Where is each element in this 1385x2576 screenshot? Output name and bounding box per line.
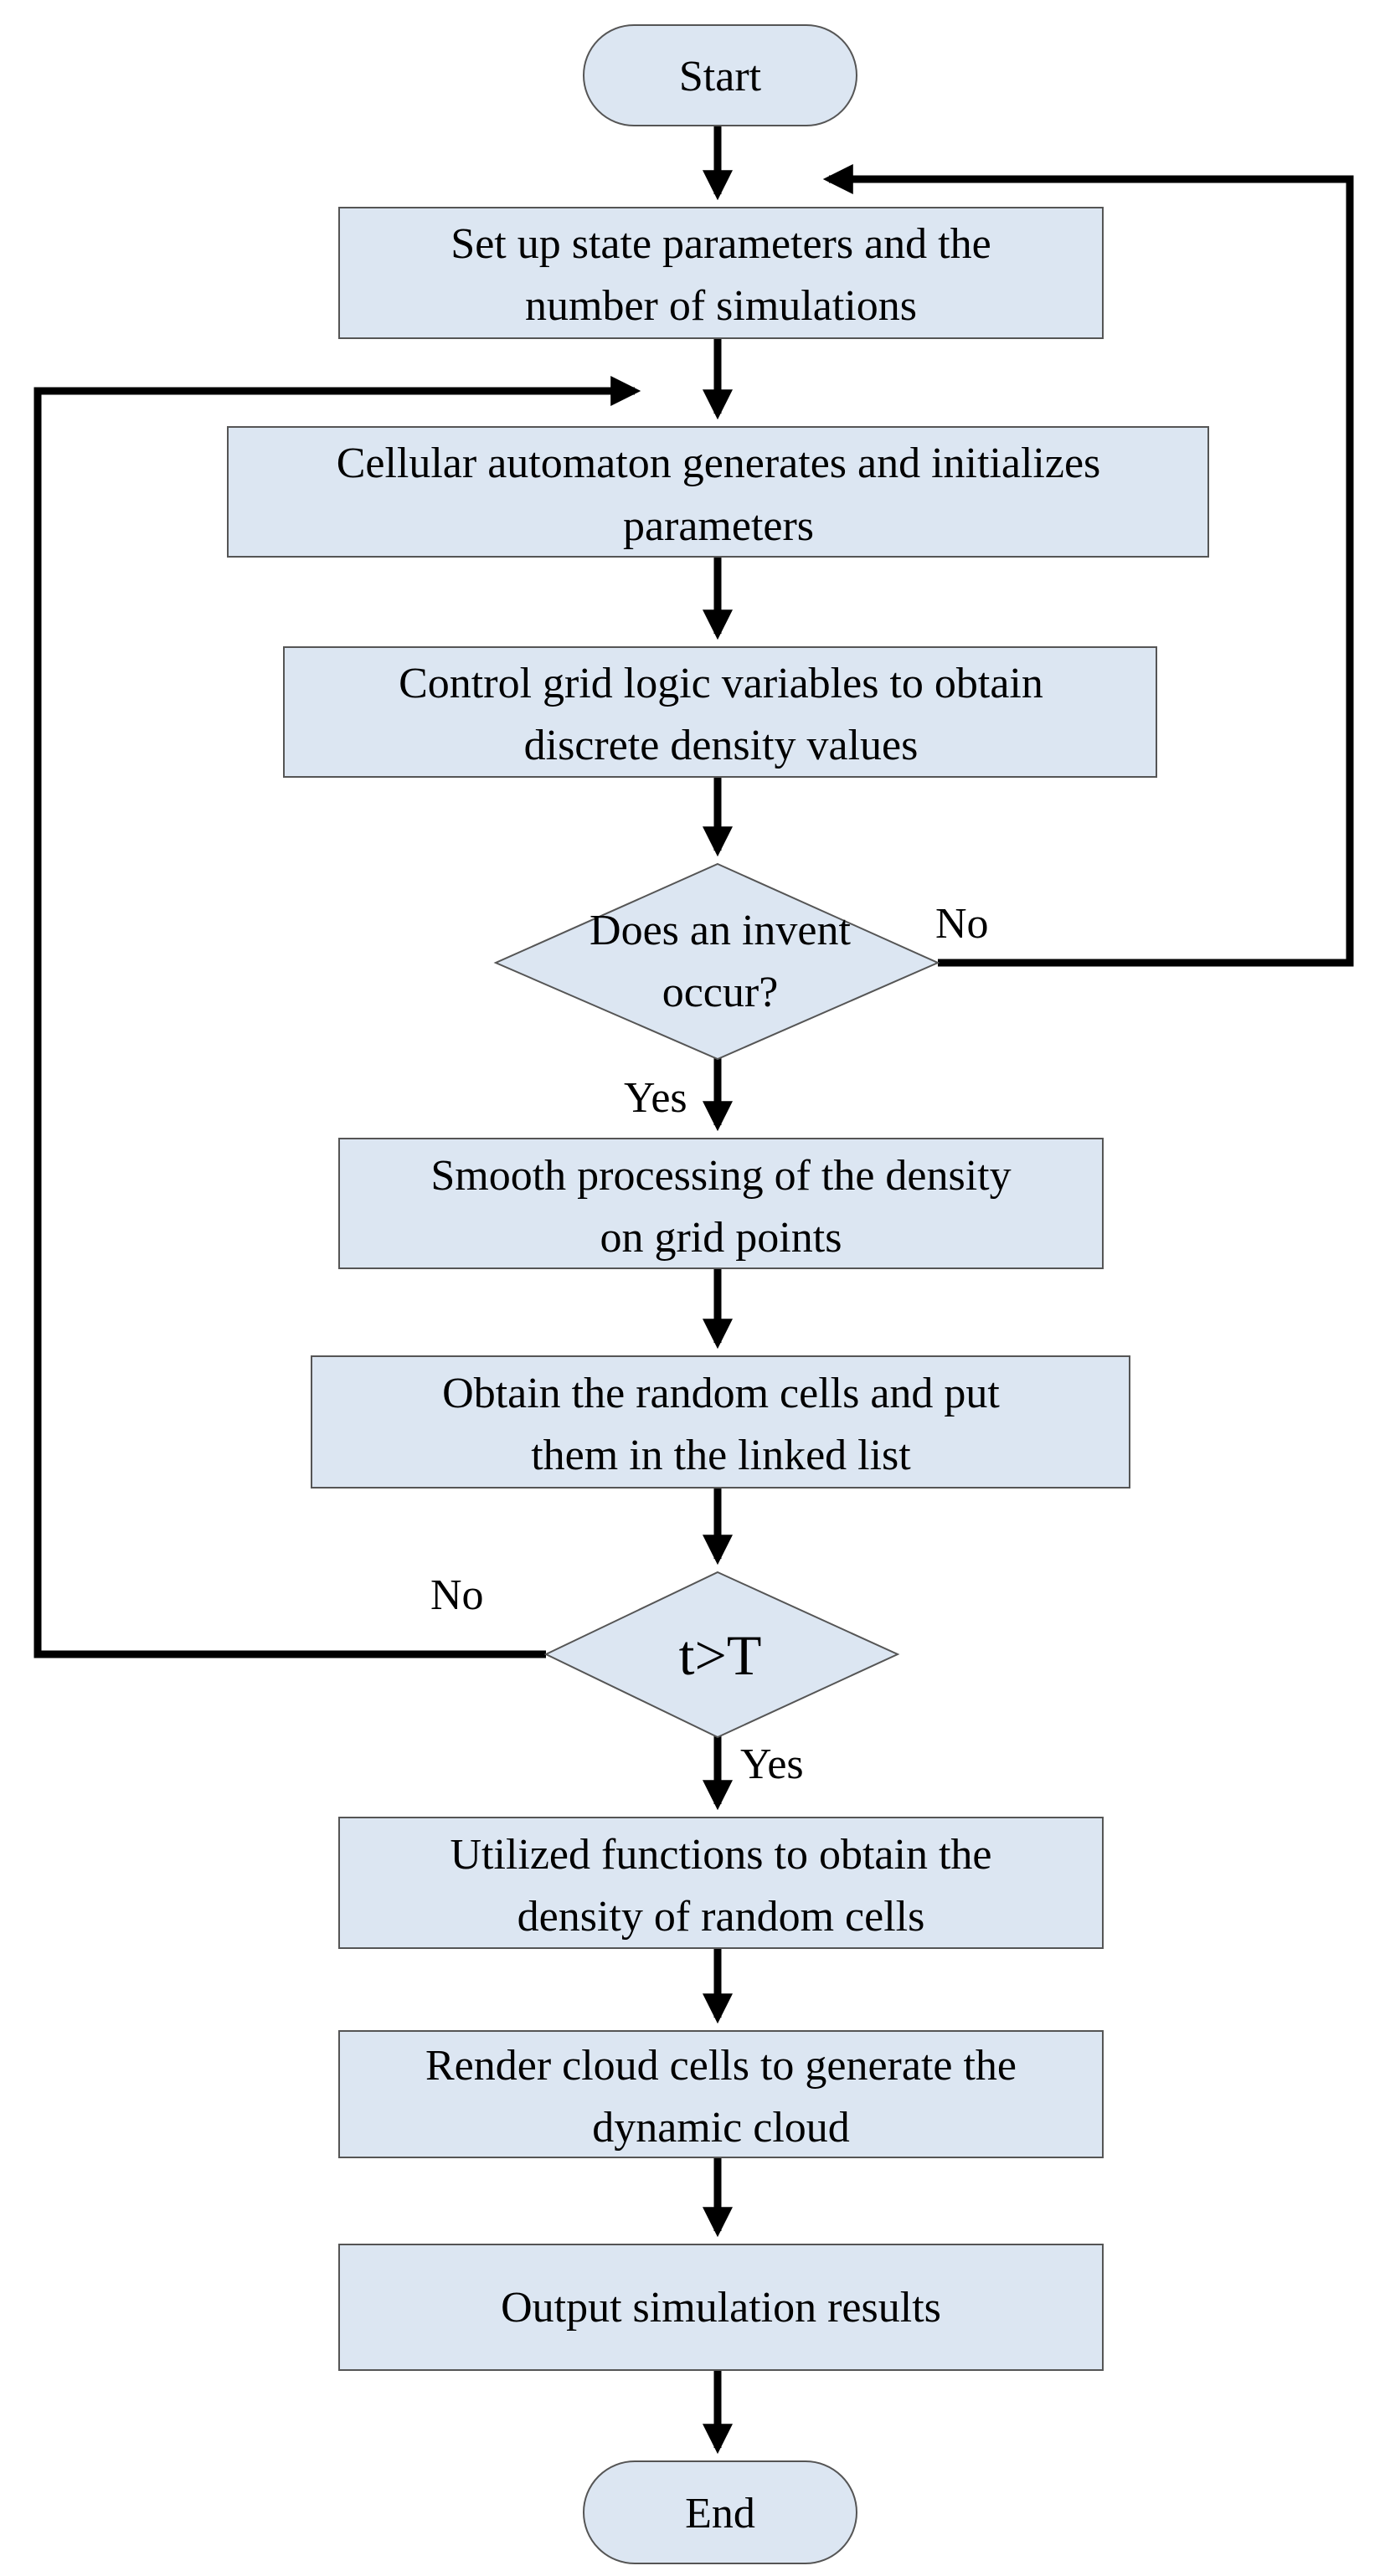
decision-invent-node: Does an invent occur? xyxy=(493,862,940,1061)
render-text-line-1: Render cloud cells to generate the xyxy=(425,2042,1017,2090)
t-yes-label: Yes xyxy=(740,1740,804,1788)
decision-invent-text-line-1: Does an invent xyxy=(590,907,851,954)
edges xyxy=(33,126,1354,2455)
start-text: Start xyxy=(679,53,762,100)
invent-yes-label: Yes xyxy=(624,1074,687,1122)
end-node: End xyxy=(583,2460,857,2564)
smooth-text-line-2: on grid points xyxy=(600,1214,842,1262)
start-terminator xyxy=(583,24,857,126)
decision-invent-diamond xyxy=(493,862,940,1061)
decision-invent-text-line-2: occur? xyxy=(662,969,779,1016)
cellular-text-line-2: parameters xyxy=(623,502,814,550)
decision-t-text: t>T xyxy=(679,1623,762,1687)
render-text-line-2: dynamic cloud xyxy=(592,2104,850,2152)
utilized-text-line-2: density of random cells xyxy=(517,1893,925,1941)
smooth-text-line-1: Smooth processing of the density xyxy=(430,1152,1011,1200)
cellular-box xyxy=(227,426,1209,558)
control-node: Control grid logic variables to obtain d… xyxy=(283,646,1157,778)
utilized-node: Utilized functions to obtain the density… xyxy=(338,1817,1104,1949)
render-box xyxy=(338,2030,1104,2158)
smooth-box xyxy=(338,1138,1104,1269)
arrow-decision-invent-no-loop xyxy=(822,164,1354,967)
setup-text-line-1: Set up state parameters and the xyxy=(451,220,991,268)
obtain-box xyxy=(311,1355,1130,1489)
obtain-node: Obtain the random cells and put them in … xyxy=(311,1355,1130,1489)
obtain-text-line-1: Obtain the random cells and put xyxy=(442,1370,1000,1417)
end-terminator xyxy=(583,2460,857,2564)
render-node: Render cloud cells to generate the dynam… xyxy=(338,2030,1104,2158)
start-node: Start xyxy=(583,24,857,126)
decision-t-diamond xyxy=(543,1571,900,1739)
setup-node: Set up state parameters and the number o… xyxy=(338,207,1104,339)
invent-no-label: No xyxy=(935,900,989,948)
control-box xyxy=(283,646,1157,778)
control-text-line-1: Control grid logic variables to obtain xyxy=(399,660,1043,707)
obtain-text-line-2: them in the linked list xyxy=(531,1432,911,1479)
cellular-node: Cellular automaton generates and initial… xyxy=(227,426,1209,558)
setup-text-line-2: number of simulations xyxy=(525,282,917,330)
utilized-text-line-1: Utilized functions to obtain the xyxy=(451,1831,992,1879)
t-no-label: No xyxy=(430,1571,484,1619)
utilized-box xyxy=(338,1817,1104,1949)
cellular-text-line-1: Cellular automaton generates and initial… xyxy=(337,440,1101,487)
output-text: Output simulation results xyxy=(501,2284,941,2332)
output-box xyxy=(338,2244,1104,2371)
end-text: End xyxy=(685,2490,755,2537)
control-text-line-2: discrete density values xyxy=(524,722,919,769)
smooth-node: Smooth processing of the density on grid… xyxy=(338,1138,1104,1269)
decision-t-node: t>T xyxy=(543,1571,900,1739)
setup-box xyxy=(338,207,1104,339)
output-node: Output simulation results xyxy=(338,2244,1104,2371)
arrow-decision-t-no-loop xyxy=(33,376,641,1658)
